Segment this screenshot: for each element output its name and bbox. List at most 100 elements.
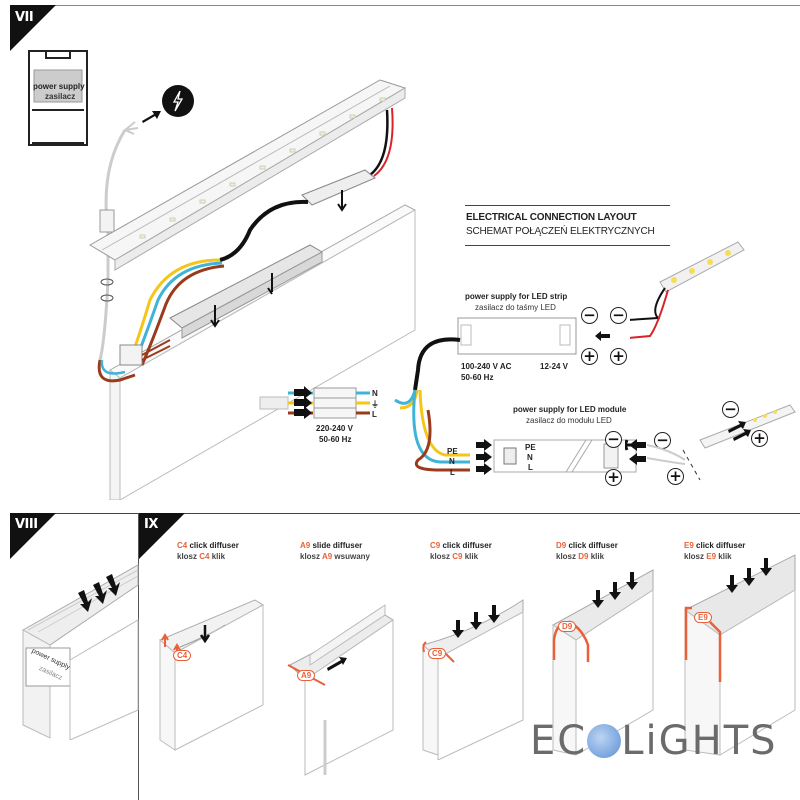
badge-e9: E9 — [694, 612, 712, 623]
module-connector — [625, 404, 796, 481]
plus-icon: + — [581, 348, 598, 365]
mains-freq: 50-60 Hz — [319, 435, 352, 444]
diffuser-caption-d9: D9 click diffuser klosz D9 klik — [556, 540, 618, 562]
input-terminal-l: L — [450, 468, 455, 477]
mid-divider — [10, 513, 800, 514]
badge-code: D9 — [562, 622, 573, 631]
minus-icon: − — [605, 431, 622, 448]
badge-c9: C9 — [428, 648, 447, 659]
section-ix-badge — [139, 513, 185, 559]
profile-viii — [21, 564, 139, 740]
strip-psu-input-freq: 50-60 Hz — [461, 373, 494, 382]
inset-label-zasilacz: zasilacz — [45, 92, 76, 101]
arrow-icon — [142, 111, 161, 123]
diffuser-caption-a9: A9 slide diffuser klosz A9 wsuwany — [300, 540, 370, 562]
diffuser-code: C9 — [452, 552, 463, 561]
psu-terminal-pe: PE — [525, 443, 536, 452]
diffuser-caption-c9: C9 click diffuser klosz C9 klik — [430, 540, 492, 562]
led-strip — [630, 241, 745, 339]
diffuser-pl-type: klik — [211, 552, 226, 561]
psu-terminal-n: N — [527, 453, 533, 462]
badge-a9: A9 — [297, 670, 316, 681]
diffuser-code: E9 — [706, 552, 717, 561]
diffuser-type: click diffuser — [568, 541, 618, 550]
logo-part-ights: iGHTS — [645, 718, 778, 764]
power-plug-icon — [162, 85, 194, 117]
arrow-left-icon — [595, 331, 610, 341]
input-terminal-pe: PE — [447, 447, 458, 456]
assembly-illustration — [89, 79, 417, 500]
strip-psu-title: power supply for LED strip — [465, 292, 568, 301]
diffuser-pl-prefix: klosz — [177, 552, 198, 561]
minus-icon: − — [722, 401, 739, 418]
section-vii-label: VII — [15, 10, 34, 25]
badge-code: A9 — [301, 671, 312, 680]
strip-psu-subtitle: zasilacz do taśmy LED — [475, 303, 556, 312]
plus-icon: + — [605, 469, 622, 486]
strip-psu-box — [457, 317, 577, 355]
module-psu-title: power supply for LED module — [513, 405, 627, 414]
module-psu-subtitle: zasilacz do modułu LED — [526, 416, 612, 425]
badge-code: C4 — [177, 651, 188, 660]
input-terminal-n: N — [449, 457, 455, 466]
plus-icon: + — [751, 430, 768, 447]
minus-icon: − — [581, 307, 598, 324]
diffuser-pl-type: klik — [718, 552, 732, 561]
diffuser-pl-prefix: klosz — [556, 552, 577, 561]
badge-d9: D9 — [558, 621, 577, 632]
diffuser-code: C9 — [430, 541, 441, 550]
diffuser-caption-c4: C4 click diffuser klosz C4 klik — [177, 540, 239, 562]
mains-voltage: 220-240 V — [316, 424, 353, 433]
top-divider — [40, 5, 800, 6]
diffuser-code: A9 — [321, 552, 333, 561]
profile-a9 — [287, 604, 394, 776]
inset-label-power-supply: power supply — [33, 82, 85, 91]
profile-inset — [28, 50, 88, 146]
profile-c4 — [159, 599, 264, 751]
title-rule-bottom — [465, 245, 670, 246]
diffuser-code: D9 — [556, 541, 567, 550]
diffuser-code: D9 — [578, 552, 589, 561]
diffuser-code: C4 — [199, 552, 210, 561]
strip-psu-input-voltage: 100-240 V AC — [461, 362, 512, 371]
badge-code: C9 — [432, 649, 443, 658]
diffuser-type: click diffuser — [189, 541, 239, 550]
badge-c4: C4 — [173, 650, 192, 661]
diffuser-pl-prefix: klosz — [300, 552, 321, 561]
terminal-n: N — [372, 389, 378, 398]
profile-c9 — [421, 599, 524, 760]
diffuser-pl-type: klik — [464, 552, 479, 561]
mains-connector — [259, 386, 370, 419]
diffuser-type: click diffuser — [696, 541, 746, 550]
diffuser-code: E9 — [684, 541, 694, 550]
section-viii-label: VIII — [15, 517, 38, 532]
profile-e9 — [684, 554, 796, 756]
layout-title: ELECTRICAL CONNECTION LAYOUT — [466, 212, 637, 223]
globe-icon — [587, 724, 622, 758]
psu-terminal-l: L — [528, 463, 533, 472]
diffuser-caption-e9: E9 click diffuser klosz E9 klik — [684, 540, 745, 562]
diffuser-code: C4 — [177, 541, 188, 550]
title-rule-top — [465, 205, 670, 206]
section-vii-badge — [10, 5, 56, 51]
diffuser-type: click diffuser — [442, 541, 492, 550]
psu-cable — [394, 337, 470, 472]
section-ix-label: IX — [144, 517, 158, 532]
strip-psu-output-voltage: 12-24 V — [540, 362, 569, 371]
plus-icon: + — [667, 468, 684, 485]
section-viii-badge — [10, 513, 56, 559]
terminal-earth: ⏚ — [371, 400, 379, 409]
terminal-l: L — [372, 410, 377, 419]
plus-icon: + — [610, 348, 627, 365]
minus-icon: − — [610, 307, 627, 324]
profile-d9 — [552, 569, 654, 756]
diffuser-pl-prefix: klosz — [684, 552, 705, 561]
diffuser-type: slide diffuser — [312, 541, 363, 550]
diffuser-code: A9 — [300, 541, 311, 550]
diffuser-pl-prefix: klosz — [430, 552, 451, 561]
diffuser-pl-type: klik — [590, 552, 605, 561]
layout-subtitle: SCHEMAT POŁĄCZEŃ ELEKTRYCZNYCH — [466, 226, 655, 237]
logo-part-l: L — [621, 718, 646, 764]
diffuser-pl-type: wsuwany — [334, 552, 370, 561]
